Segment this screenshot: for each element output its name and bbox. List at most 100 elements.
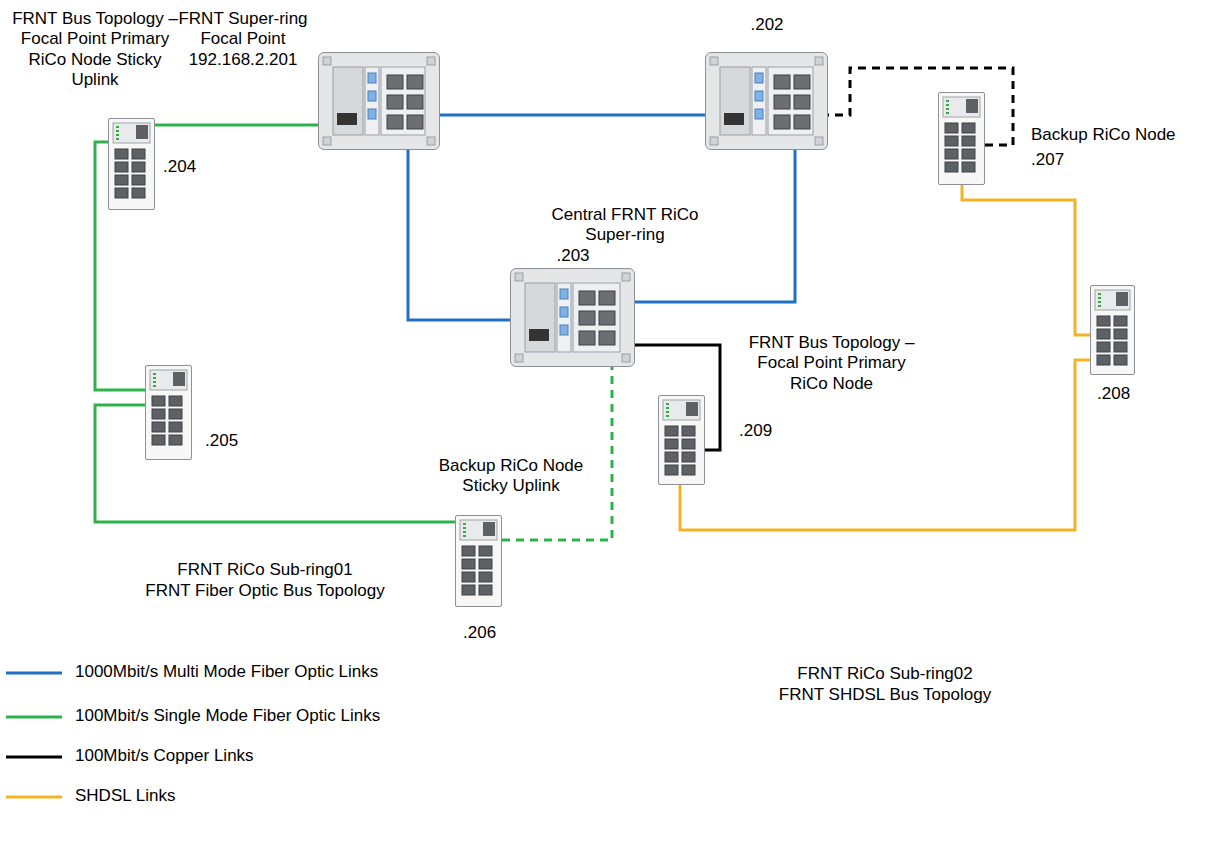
device-front (109, 119, 154, 209)
ip-address: .204 (163, 157, 213, 177)
switch-device: .203 (510, 268, 635, 367)
switch-device: Backup RiCo Node Sticky Uplink.206 (455, 515, 502, 607)
ip-address: .206 (463, 623, 513, 643)
status-led (666, 407, 669, 409)
switch-device: .202 (705, 52, 828, 150)
rj45-port (407, 75, 423, 89)
status-led (1098, 293, 1101, 295)
mount-hole (427, 137, 435, 145)
rj45-port (599, 291, 615, 305)
status-panel (943, 97, 980, 117)
port-module (381, 67, 425, 135)
ip-address: .209 (739, 421, 789, 441)
singlemode-fiber-link (155, 124, 318, 127)
rj45-port (579, 331, 595, 345)
uplink-port (173, 372, 185, 386)
network-label: FRNT Fiber Optic Bus Topology (120, 581, 410, 601)
rj45-port (774, 95, 790, 109)
legend-text: 100Mbit/s Single Mode Fiber Optic Links (75, 706, 555, 726)
rj45-port (665, 439, 678, 449)
uplink-port (136, 125, 148, 139)
rj45-port (962, 123, 975, 133)
rj45-port (1114, 329, 1127, 339)
device-label: FRNT Super-ring Focal Point 192.168.2.20… (173, 9, 313, 70)
mount-hole (515, 273, 523, 281)
device-front (1091, 286, 1134, 374)
fiber-port (560, 325, 568, 335)
status-led (666, 403, 669, 405)
power-connector (337, 113, 357, 125)
power-connector (529, 329, 549, 341)
status-led (153, 385, 156, 387)
rj45-port (945, 136, 958, 146)
rj45-port (579, 311, 595, 325)
fiber-port (368, 73, 376, 83)
rj45-port (794, 115, 810, 129)
mount-hole (622, 273, 630, 281)
device-label: FRNT Bus Topology – Focal Point Primary … (739, 333, 924, 394)
uplink-port (1116, 292, 1128, 306)
switch-device: FRNT Bus Topology – Focal Point Primary … (108, 118, 155, 210)
cpu-module (525, 283, 555, 352)
multimode-fiber-link (408, 150, 510, 320)
ip-address: .205 (205, 431, 255, 451)
rj45-port (462, 559, 475, 569)
device-label: Backup RiCo Node (1031, 125, 1201, 145)
status-led (153, 377, 156, 379)
rj45-port (479, 546, 492, 556)
rj45-port (774, 75, 790, 89)
status-led (153, 373, 156, 375)
status-led (463, 527, 466, 529)
multimode-fiber-link (440, 114, 705, 117)
device-front (706, 53, 827, 149)
mount-hole (427, 57, 435, 65)
status-led (946, 108, 949, 110)
rj45-port (132, 162, 145, 172)
device-label: Backup RiCo Node Sticky Uplink (431, 456, 591, 497)
ip-address: .207 (1031, 150, 1091, 170)
legend-line (6, 796, 62, 799)
rj45-port (682, 452, 695, 462)
rj45-port (462, 585, 475, 595)
fiber-module (365, 67, 379, 135)
rj45-port (945, 162, 958, 172)
fiber-module (557, 283, 571, 352)
rj45-port (1114, 316, 1127, 326)
rj45-port (132, 188, 145, 198)
fiber-port (755, 91, 763, 101)
status-led (1098, 301, 1101, 303)
rj45-port (152, 422, 165, 432)
rj45-port (774, 115, 790, 129)
rj45-port (794, 95, 810, 109)
rj45-port (1097, 355, 1110, 365)
rj45-port (115, 175, 128, 185)
rj45-port (599, 311, 615, 325)
network-label: FRNT RiCo Sub-ring02 (760, 664, 1010, 684)
port-module (573, 283, 620, 352)
status-led (463, 523, 466, 525)
backup-fiber-link (502, 367, 612, 540)
rj45-port (665, 426, 678, 436)
rj45-port (479, 585, 492, 595)
status-led (153, 381, 156, 383)
device-front (511, 269, 634, 366)
status-panel (150, 370, 187, 390)
rj45-port (387, 95, 403, 109)
network-label: Central FRNT RiCo Super-ring (535, 205, 715, 246)
fiber-port (755, 109, 763, 119)
status-led (116, 134, 119, 136)
status-panel (1095, 290, 1130, 310)
status-led (946, 112, 949, 114)
rj45-port (152, 435, 165, 445)
rj45-port (169, 409, 182, 419)
device-front (659, 396, 704, 484)
mount-hole (323, 137, 331, 145)
switch-device: Backup RiCo Node.207 (938, 92, 985, 185)
status-panel (113, 123, 150, 143)
switch-device: FRNT Bus Topology – Focal Point Primary … (658, 395, 705, 485)
ip-address: .202 (737, 15, 797, 35)
rj45-port (665, 452, 678, 462)
rj45-port (962, 162, 975, 172)
ip-address: .208 (1097, 384, 1147, 404)
shdsl-link (680, 360, 1090, 530)
